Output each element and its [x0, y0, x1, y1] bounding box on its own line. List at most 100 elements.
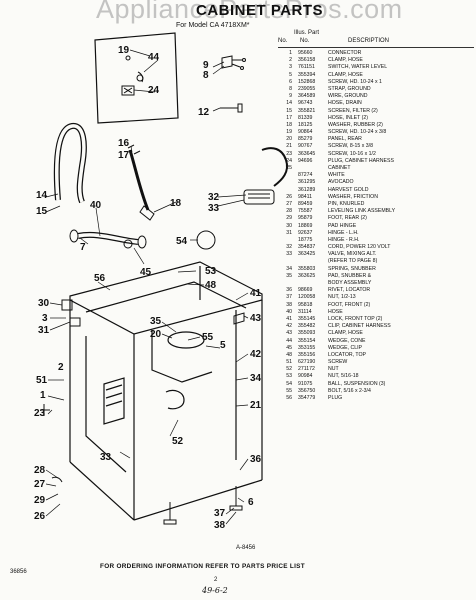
row-description: BOLT, 5/16 x 2-3/4: [328, 387, 371, 394]
ordering-note: FOR ORDERING INFORMATION REFER TO PARTS …: [100, 563, 305, 570]
row-key-number: 9: [289, 93, 292, 100]
callout-55: 55: [202, 332, 214, 343]
row-key-number: 6: [289, 78, 292, 85]
callout-labels: 19 44 24 9 8 12 16 17 18 14 15 40 7 45 5…: [34, 45, 262, 531]
row-part-number: 239055: [298, 85, 316, 92]
row-part-number: 355803: [298, 265, 316, 272]
row-description: CLAMP, HOSE: [328, 71, 363, 78]
row-description: STRAP, GROUND: [328, 85, 371, 92]
row-part-number: 90864: [298, 129, 313, 136]
callout-53: 53: [205, 266, 217, 277]
row-description: CLIP, CABINET HARNESS: [328, 323, 391, 330]
row-key-number: 35: [286, 272, 292, 279]
row-part-number: 363645: [298, 150, 316, 157]
row-part-number: 761151: [298, 64, 315, 71]
row-description: PIN, KNURLED: [328, 200, 365, 207]
callout-54: 54: [176, 236, 188, 247]
row-description: SCREW, HD. 10-24 x 1: [328, 78, 382, 85]
row-description: AVOCADO: [328, 179, 354, 186]
callout-37: 37: [214, 508, 226, 519]
callout-27: 27: [34, 479, 46, 490]
row-description: SCREW, 10-16 x 1/2: [328, 150, 376, 157]
ground-strap-illustration: [221, 55, 246, 70]
row-description: SCREW: [328, 359, 348, 366]
document-number: 36856: [10, 569, 27, 575]
callout-56: 56: [94, 273, 106, 284]
row-description: FOOT, FRONT (2): [328, 301, 371, 308]
row-part-number: 356750: [298, 387, 316, 394]
callout-33b: 33: [100, 452, 112, 463]
row-description: SWITCH, WATER LEVEL: [328, 64, 388, 71]
row-description: HINGE - L.H.: [328, 229, 359, 236]
row-key-number: 5: [289, 71, 292, 78]
handwritten-note: 49-6-2: [202, 586, 228, 595]
row-description: NUT, 5/16-18: [328, 373, 359, 380]
callout-42: 42: [250, 349, 262, 360]
row-part-number: 361289: [298, 186, 316, 193]
row-description: SPRING, SNUBBER: [328, 265, 376, 272]
callout-7: 7: [80, 242, 86, 253]
callout-24: 24: [148, 85, 160, 96]
row-part-number: 363425: [298, 251, 316, 258]
row-part-number: 90767: [298, 143, 313, 150]
row-part-number: 354779: [298, 395, 316, 401]
model-subtitle: For Model CA 4718XM*: [176, 22, 250, 29]
drain-hose-illustration: [53, 122, 87, 204]
header-illus-part: Illus. Part: [294, 30, 320, 36]
row-part-number: 355154: [298, 337, 316, 344]
suspension-ball-illustration: [196, 230, 216, 250]
parts-row: 5 355394 CLAMP, HOSE: [278, 72, 474, 79]
callout-1: 1: [40, 390, 46, 401]
row-description: CLAMP, HOSE: [328, 57, 363, 64]
callout-16: 16: [118, 138, 130, 149]
row-part-number: 152868: [298, 78, 316, 85]
row-key-number: 25: [286, 165, 292, 171]
row-key-number: 15: [286, 107, 292, 114]
row-key-number: 1: [289, 50, 292, 56]
row-description: FOOT, REAR (2): [328, 215, 367, 222]
row-part-number: 364589: [298, 93, 316, 100]
row-description: (REFER TO PAGE 8): [328, 258, 378, 265]
row-key-number: 14: [286, 100, 292, 107]
row-description: SCREW, 8-15 x 3/8: [328, 143, 373, 150]
row-part-number: 87274: [298, 172, 313, 179]
row-key-number: 38: [286, 301, 292, 308]
row-part-number: 355394: [298, 71, 316, 78]
row-part-number: 355482: [298, 323, 316, 330]
row-key-number: 26: [286, 193, 292, 200]
row-part-number: 95818: [298, 301, 313, 308]
row-part-number: 96743: [298, 100, 313, 107]
callout-18: 18: [170, 198, 182, 209]
row-description: SCREW, HD. 10-24 x 3/8: [328, 129, 387, 136]
parts-row: (REFER TO PAGE 8): [278, 258, 474, 265]
row-key-number: 21: [286, 143, 292, 150]
row-description: NUT: [328, 366, 339, 373]
row-key-number: 30: [286, 222, 292, 229]
screw-12-illustration: [220, 103, 243, 113]
row-part-number: 90984: [298, 373, 313, 380]
row-part-number: 92637: [298, 229, 313, 236]
callout-2: 2: [58, 362, 64, 373]
callout-5: 5: [220, 340, 226, 351]
row-description: PLUG: [328, 395, 343, 401]
parts-row: 21 90767 SCREW, 8-15 x 3/8: [278, 143, 474, 150]
row-description: WASHER, FRICTION: [328, 193, 378, 200]
row-description: CABINET: [328, 165, 351, 171]
row-description: HINGE - R.H.: [328, 236, 360, 243]
row-key-number: 48: [286, 351, 292, 358]
callout-45: 45: [140, 267, 152, 278]
